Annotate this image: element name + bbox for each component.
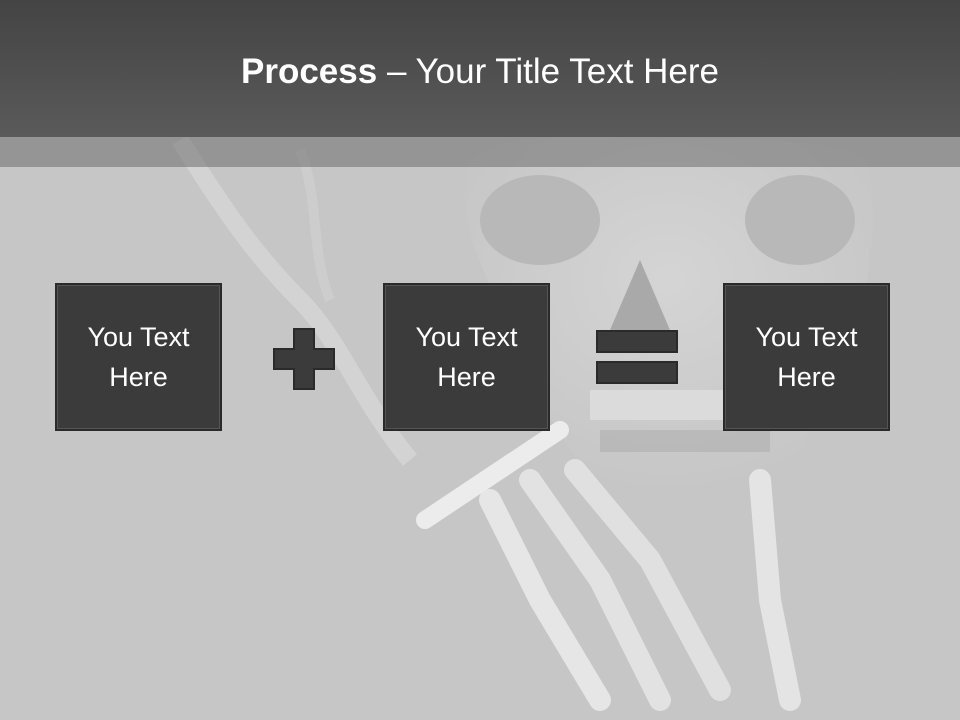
title-bar [0,0,960,137]
equals-icon [596,330,678,384]
process-box-1[interactable]: You Text Here [55,283,222,431]
title-rest: – Your Title Text Here [377,52,719,91]
slide-title: Process – Your Title Text Here [0,52,960,92]
title-bold: Process [241,52,378,91]
title-band-shadow [0,137,960,167]
process-box-3[interactable]: You Text Here [723,283,890,431]
process-box-2[interactable]: You Text Here [383,283,550,431]
plus-icon [273,328,335,390]
